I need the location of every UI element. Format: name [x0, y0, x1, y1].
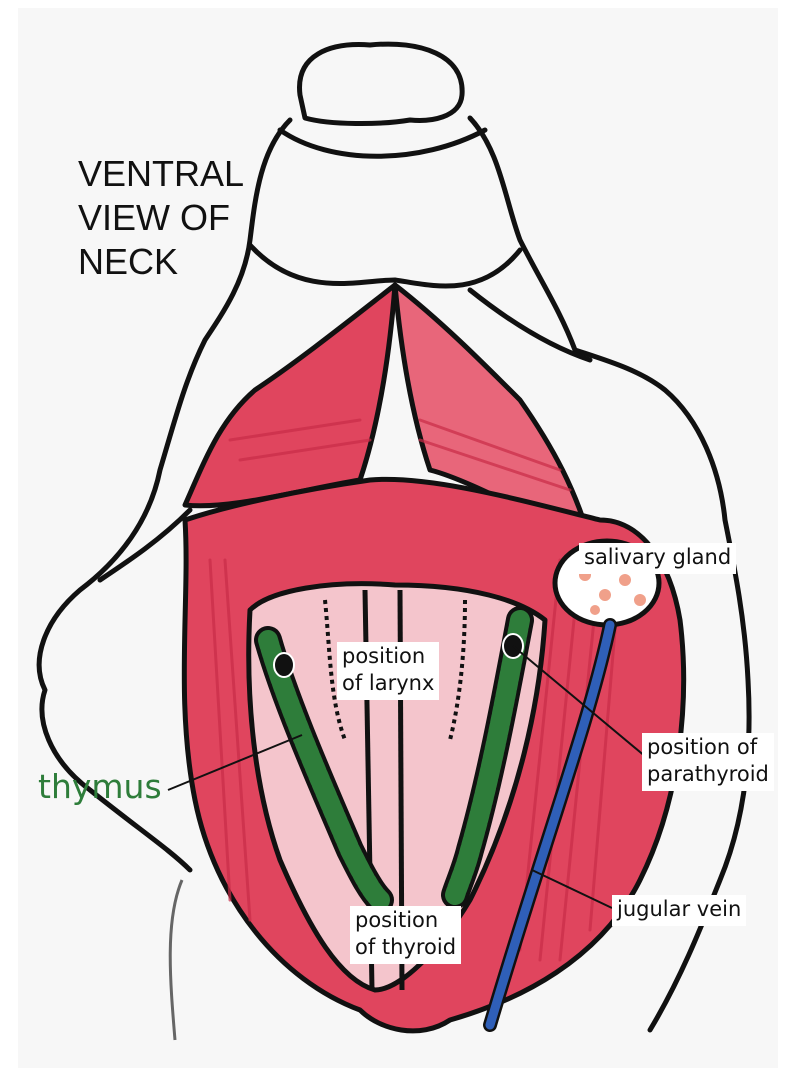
- label-larynx-line: of larynx: [342, 670, 434, 697]
- diagram-title: VENTRAL VIEW OF NECK: [78, 152, 244, 284]
- label-larynx-line: position: [342, 643, 434, 670]
- label-thyroid-line: of thyroid: [355, 934, 456, 961]
- title-line: VENTRAL: [78, 152, 244, 196]
- title-line: NECK: [78, 240, 244, 284]
- label-larynx: position of larynx: [337, 642, 439, 700]
- label-parathyroid-line: position of: [647, 734, 769, 761]
- title-line: VIEW OF: [78, 196, 244, 240]
- label-thyroid-line: position: [355, 907, 456, 934]
- label-thymus: thymus: [38, 767, 162, 807]
- parathyroid-left: [274, 653, 294, 677]
- label-jugular-vein: jugular vein: [612, 895, 746, 926]
- label-salivary-gland: salivary gland: [579, 543, 736, 574]
- label-thyroid: position of thyroid: [350, 906, 461, 964]
- label-parathyroid: position of parathyroid: [642, 733, 774, 791]
- label-parathyroid-line: parathyroid: [647, 761, 769, 788]
